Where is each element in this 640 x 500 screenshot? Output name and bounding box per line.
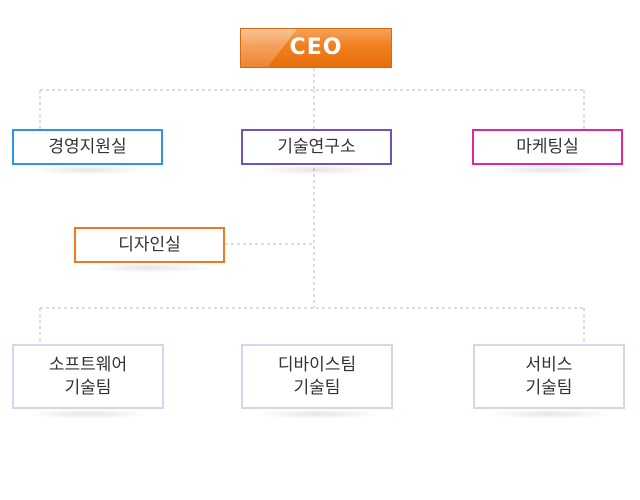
department-label: 기술연구소 [277, 136, 356, 157]
ceo-box: CEO [240, 28, 392, 68]
team-box-device: 디바이스팀 기술팀 [241, 344, 393, 419]
department-box-marketing: 마케팅실 [472, 129, 623, 175]
department-box-management: 경영지원실 [12, 129, 163, 175]
department-label: 마케팅실 [516, 136, 579, 157]
ceo-label: CEO [289, 34, 343, 60]
team-label: 디바이스팀 기술팀 [277, 355, 357, 398]
team-box-software: 소프트웨어 기술팀 [12, 344, 164, 419]
team-label: 서비스 기술팀 [525, 355, 573, 398]
team-box-service: 서비스 기술팀 [473, 344, 625, 419]
department-label: 디자인실 [118, 234, 181, 255]
team-label: 소프트웨어 기술팀 [48, 355, 128, 398]
department-box-design: 디자인실 [74, 227, 225, 273]
department-label: 경영지원실 [48, 136, 127, 157]
department-box-rnd: 기술연구소 [241, 129, 392, 175]
